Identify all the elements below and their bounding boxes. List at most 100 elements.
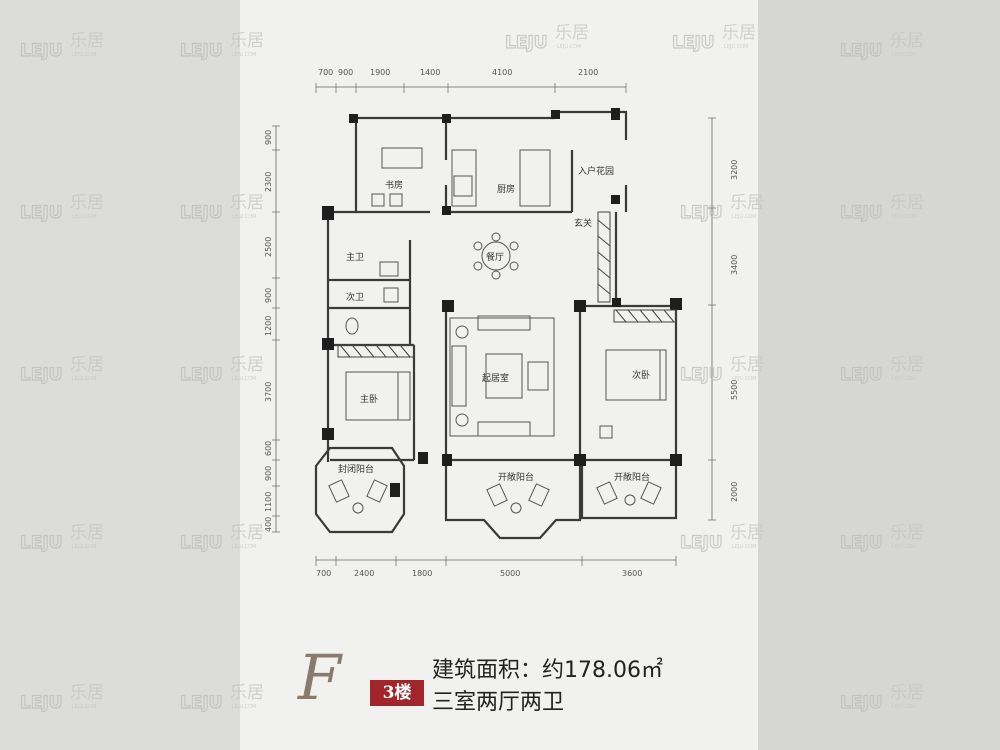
watermark-tile: LEJU 乐居 LEJU.COM <box>19 683 104 714</box>
watermark-tile: LEJU 乐居 LEJU.COM <box>839 683 924 714</box>
watermark-tile: LEJU 乐居 LEJU.COM <box>179 31 264 62</box>
svg-text:LEJU: LEJU <box>180 41 223 61</box>
svg-text:乐居: 乐居 <box>722 23 756 43</box>
watermark-tile: LEJU 乐居 LEJU.COM <box>179 523 264 554</box>
svg-text:LEJU: LEJU <box>680 203 723 223</box>
svg-text:LEJU: LEJU <box>840 41 883 61</box>
svg-text:LEJU.COM: LEJU.COM <box>72 214 96 220</box>
watermark-tile: LEJU 乐居 LEJU.COM <box>19 355 104 386</box>
dim-right-3: 5500 <box>730 380 739 400</box>
dim-top-6: 2100 <box>578 68 598 77</box>
dim-left-7: 600 <box>264 441 273 456</box>
watermark-logo: LEJU <box>20 41 63 61</box>
window-hatches <box>337 211 677 358</box>
background-left <box>0 0 240 750</box>
svg-text:LEJU: LEJU <box>20 693 63 713</box>
svg-text:LEJU.COM: LEJU.COM <box>232 704 256 710</box>
svg-text:LEJU.COM: LEJU.COM <box>892 214 916 220</box>
room-second-bath-label: 次卫 <box>346 291 364 303</box>
watermark-cn: 乐居 <box>70 31 104 51</box>
svg-text:LEJU: LEJU <box>680 365 723 385</box>
svg-text:乐居: 乐居 <box>890 193 924 213</box>
svg-text:乐居: 乐居 <box>890 523 924 543</box>
room-living-label: 起居室 <box>482 372 509 384</box>
svg-text:乐居: 乐居 <box>70 523 104 543</box>
svg-text:乐居: 乐居 <box>730 355 764 375</box>
svg-text:LEJU.COM: LEJU.COM <box>72 704 96 710</box>
structural-columns <box>322 108 682 497</box>
svg-text:LEJU: LEJU <box>180 693 223 713</box>
room-master-bed-label: 主卧 <box>360 393 378 405</box>
svg-text:LEJU.COM: LEJU.COM <box>892 544 916 550</box>
unit-layout: 三室两厅两卫 <box>432 690 565 715</box>
svg-text:乐居: 乐居 <box>890 355 924 375</box>
svg-text:LEJU: LEJU <box>180 365 223 385</box>
building-area: 建筑面积：约178.06㎡ <box>432 658 663 683</box>
svg-text:乐居: 乐居 <box>890 683 924 703</box>
dim-left-9: 1100 <box>264 492 273 512</box>
svg-text:乐居: 乐居 <box>70 193 104 213</box>
watermark-tile: LEJU 乐居 LEJU.COM <box>179 683 264 714</box>
svg-text:LEJU.COM: LEJU.COM <box>232 52 256 58</box>
watermark-tile: LEJU 乐居 LEJU.COM <box>839 193 924 224</box>
room-open-balcony-2-label: 开敞阳台 <box>614 471 650 483</box>
svg-text:乐居: 乐居 <box>890 31 924 51</box>
svg-text:LEJU.COM: LEJU.COM <box>232 214 256 220</box>
dim-left-1: 900 <box>264 130 273 145</box>
dim-left-6: 3700 <box>264 382 273 402</box>
watermark-tile: LEJU 乐居 LEJU.COM <box>679 355 764 386</box>
room-dining-label: 餐厅 <box>486 251 504 263</box>
svg-text:LEJU: LEJU <box>20 365 63 385</box>
svg-text:LEJU: LEJU <box>840 533 883 553</box>
svg-text:乐居: 乐居 <box>70 683 104 703</box>
dim-bottom-5: 3600 <box>622 569 642 578</box>
dim-left-10: 400 <box>264 517 273 532</box>
svg-text:LEJU.COM: LEJU.COM <box>892 52 916 58</box>
watermark-tile: LEJU 乐居 LEJU.COM <box>839 355 924 386</box>
watermark-tile: LEJU 乐居 LEJU.COM <box>19 31 104 62</box>
dimension-lines <box>272 83 716 566</box>
unit-type-letter: F <box>298 641 342 714</box>
room-entry-garden-label: 入户花园 <box>578 165 614 177</box>
watermark-tile: LEJU 乐居 LEJU.COM <box>679 523 764 554</box>
dim-top-3: 1900 <box>370 68 390 77</box>
svg-text:乐居: 乐居 <box>730 193 764 213</box>
dimension-labels-bottom: 700 2400 1800 5000 3600 <box>316 569 642 578</box>
watermark-tile: LEJU 乐居 LEJU.COM <box>504 23 589 54</box>
furniture <box>328 147 667 514</box>
room-second-bed-label: 次卧 <box>632 369 650 381</box>
dim-top-5: 4100 <box>492 68 512 77</box>
room-foyer-label: 玄关 <box>574 217 592 229</box>
room-labels: 书房 厨房 入户花园 玄关 餐厅 主卫 次卫 起居室 主卧 次卧 封闭阳台 开敞… <box>338 165 650 483</box>
dim-left-3: 2500 <box>264 237 273 257</box>
watermark-tile: LEJU 乐居 LEJU.COM <box>19 523 104 554</box>
svg-text:LEJU.COM: LEJU.COM <box>732 214 756 220</box>
svg-text:LEJU: LEJU <box>505 33 548 53</box>
dim-top-2: 900 <box>338 68 353 77</box>
room-kitchen-label: 厨房 <box>497 183 515 195</box>
watermark-sub: LEJU.COM <box>72 52 96 58</box>
svg-text:乐居: 乐居 <box>70 355 104 375</box>
svg-text:LEJU.COM: LEJU.COM <box>232 376 256 382</box>
svg-text:LEJU: LEJU <box>20 203 63 223</box>
dim-bottom-3: 1800 <box>412 569 432 578</box>
svg-text:乐居: 乐居 <box>230 355 264 375</box>
watermark-tile: LEJU 乐居 LEJU.COM <box>839 523 924 554</box>
svg-text:LEJU.COM: LEJU.COM <box>724 44 748 50</box>
svg-text:LEJU: LEJU <box>672 33 715 53</box>
dim-right-2: 3400 <box>730 255 739 275</box>
dim-bottom-1: 700 <box>316 569 331 578</box>
dim-bottom-2: 2400 <box>354 569 374 578</box>
svg-text:LEJU: LEJU <box>180 533 223 553</box>
svg-text:LEJU.COM: LEJU.COM <box>892 376 916 382</box>
svg-text:LEJU.COM: LEJU.COM <box>232 544 256 550</box>
dim-top-1: 700 <box>318 68 333 77</box>
watermark-tile: LEJU 乐居 LEJU.COM <box>671 23 756 54</box>
watermark-tile: LEJU 乐居 LEJU.COM <box>19 193 104 224</box>
svg-text:LEJU.COM: LEJU.COM <box>892 704 916 710</box>
svg-text:LEJU.COM: LEJU.COM <box>72 544 96 550</box>
background-right <box>758 0 1000 750</box>
floor-badge: 3楼 <box>370 680 424 706</box>
dim-left-5: 1200 <box>264 316 273 336</box>
